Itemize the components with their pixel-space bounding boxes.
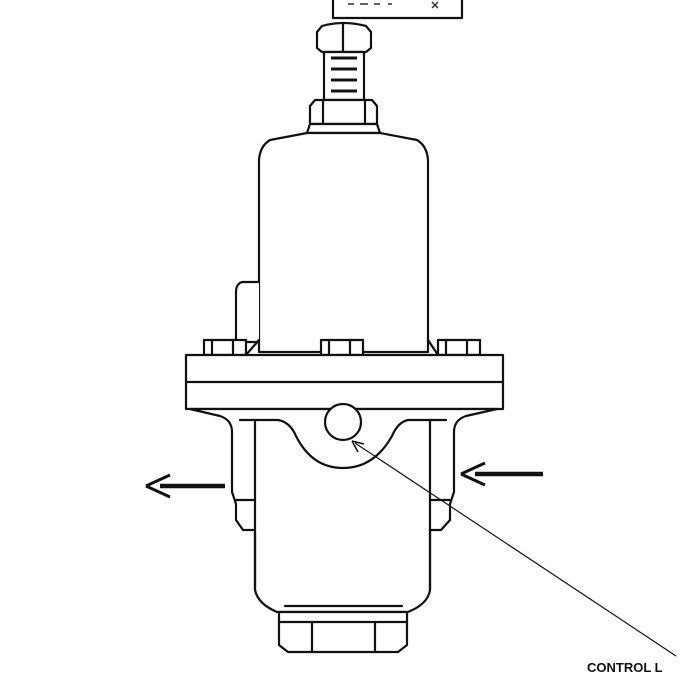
flange-bolts — [202, 338, 482, 357]
adjusting-nut — [315, 21, 373, 54]
threaded-stem — [322, 50, 366, 102]
top-label-box — [331, 0, 464, 20]
diaphragm-flange — [184, 353, 505, 411]
bonnet-collar — [305, 98, 382, 135]
outlet-arrow-icon — [145, 473, 225, 499]
control-line-leader — [351, 440, 677, 657]
control-line-callout: CONTROL L — [587, 660, 663, 675]
inlet-arrow-icon — [460, 461, 543, 487]
side-lug — [234, 280, 259, 344]
spring-case — [257, 131, 430, 354]
valve-body — [188, 407, 499, 654]
control-line-port — [323, 402, 363, 442]
